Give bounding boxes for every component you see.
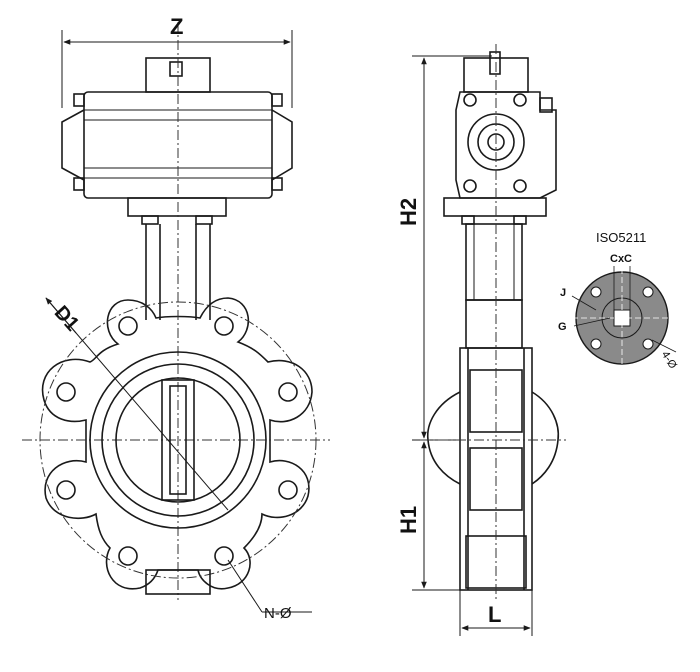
- actuator-body: [61, 91, 293, 199]
- disc-stem: [161, 379, 195, 501]
- side-mounting-plate: [443, 197, 547, 217]
- d1-leader: [45, 297, 229, 511]
- l-dimension: [459, 590, 533, 636]
- mounting-plate: [127, 197, 227, 217]
- label-n-phi: N-Ø: [264, 605, 292, 622]
- z-dimension: [61, 30, 293, 108]
- front-view: [22, 22, 330, 613]
- label-g: G: [558, 321, 567, 333]
- label-iso5211: ISO5211: [596, 230, 646, 245]
- side-body: [426, 347, 560, 591]
- label-z: Z: [170, 14, 183, 39]
- body-ring-outer: [89, 351, 267, 529]
- lug-holes: [56, 316, 298, 566]
- lug-body-outline: [41, 297, 313, 590]
- side-view: [412, 44, 566, 636]
- label-h1: H1: [396, 506, 421, 534]
- side-actuator-body: [455, 91, 557, 199]
- bore: [115, 377, 241, 503]
- n-phi-leader: [227, 559, 263, 613]
- body-ring-inner: [101, 363, 255, 517]
- label-4-phi: 4-Ø: [659, 349, 679, 371]
- iso5211-flange-detail: [571, 266, 677, 368]
- label-h2: H2: [396, 198, 421, 226]
- actuator-indicator: [169, 61, 183, 77]
- label-l: L: [488, 602, 501, 627]
- label-cxc: CxC: [610, 253, 632, 265]
- label-j: J: [560, 287, 566, 299]
- bottom-extension: [145, 569, 211, 595]
- label-d1: D1: [50, 302, 83, 336]
